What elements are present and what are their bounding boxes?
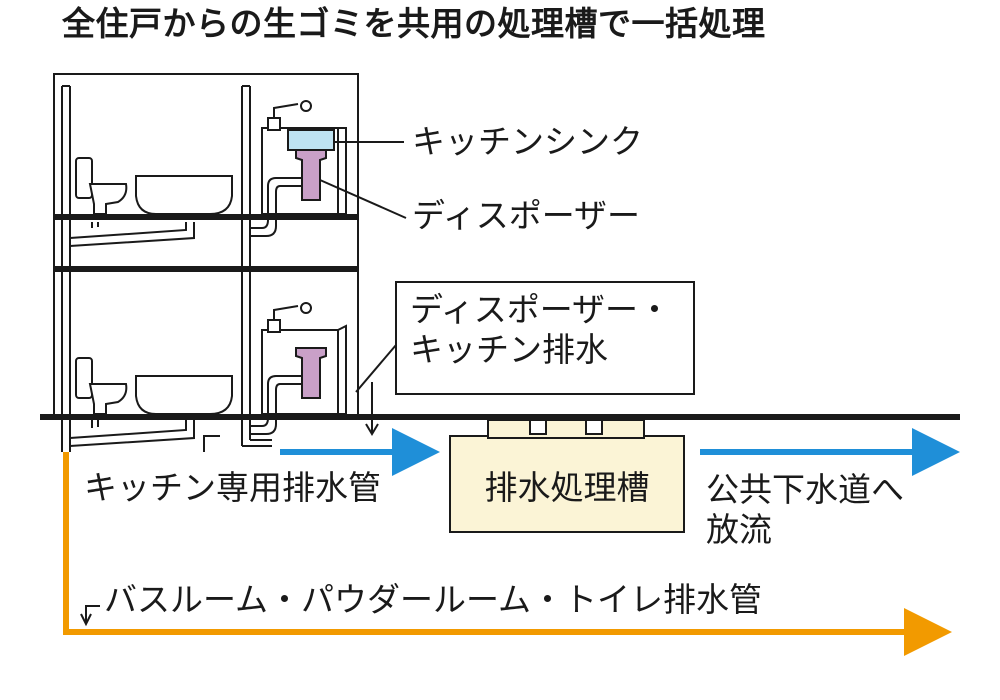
upper-toilet (75, 157, 128, 215)
lower-disposer (295, 347, 327, 399)
bath-flow-arrow (63, 452, 952, 656)
kitchen-drain-stack (241, 85, 251, 446)
label-kitchen-sink: キッチンシンク (412, 122, 643, 161)
upper-sink (287, 129, 335, 151)
ground-line (40, 414, 960, 420)
label-disposer-drain: ディスポーザー・ キッチン排水 (410, 290, 671, 371)
treatment-tank (449, 419, 685, 533)
leader-disposer (319, 179, 407, 219)
lower-branch-pipes (69, 420, 195, 447)
upper-faucet (267, 100, 312, 131)
label-bath-pipe: バスルーム・パウダールーム・トイレ排水管 (104, 580, 763, 619)
upper-bathtub (135, 175, 233, 215)
lower-kitchen-trap (250, 375, 302, 435)
lower-faucet (267, 302, 312, 333)
label-disposer-drain-line1: ディスポーザー・ (410, 290, 672, 329)
label-kitchen-pipe: キッチン専用排水管 (84, 468, 381, 507)
label-sewer: 公共下水道へ 放流 (706, 470, 904, 551)
label-sewer-line1: 公共下水道へ (706, 470, 904, 509)
upper-kitchen-trap (250, 177, 302, 237)
upper-floor-slab (54, 214, 358, 220)
disposer-drain-box (395, 281, 695, 395)
middle-floor-slab (54, 266, 358, 272)
lower-bathtub (135, 375, 233, 415)
label-treatment-tank: 排水処理槽 (484, 468, 650, 507)
upper-disposer (295, 149, 327, 201)
leader-lines (319, 141, 407, 393)
left-drain-stack (61, 85, 71, 452)
kitchen-stack-bend (242, 439, 272, 447)
leader-disposer-drain (355, 344, 397, 393)
label-sewer-line2: 放流 (706, 510, 772, 550)
upper-branch-pipes (69, 222, 195, 247)
lower-toilet (75, 357, 128, 415)
label-disposer: ディスポーザー (412, 196, 641, 235)
pointer-arrows (80, 382, 379, 627)
diagram-title: 全住戸からの生ゴミを共用の処理槽で一括処理 (62, 4, 766, 43)
label-disposer-drain-line2: キッチン排水 (410, 330, 608, 370)
